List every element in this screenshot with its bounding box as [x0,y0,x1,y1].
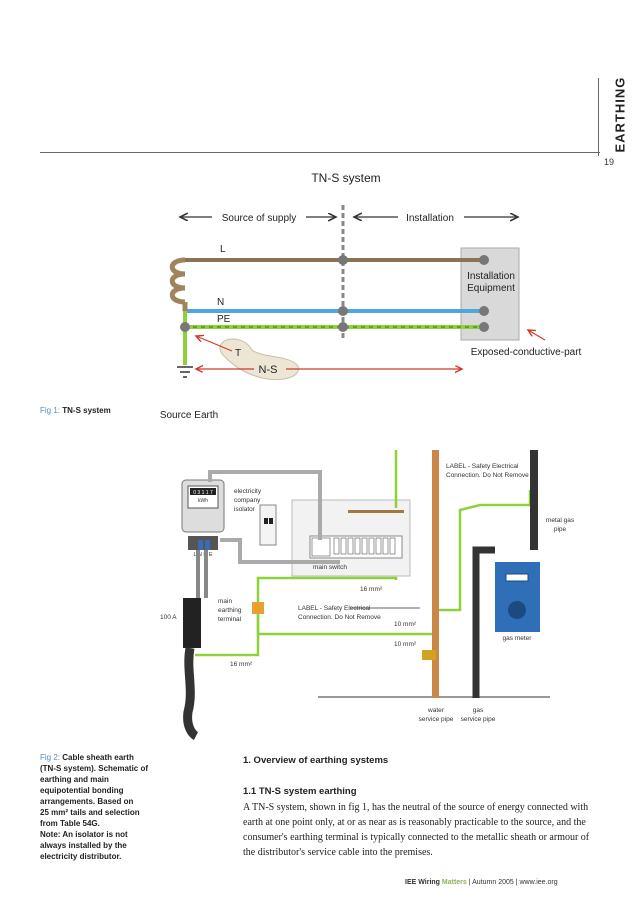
fig2-diagram: main switch 0 3 1 1 7 kWh L N N E electr… [160,450,575,740]
main-switch-label: main switch [313,564,347,571]
main-earthing-label-2: earthing [218,607,242,614]
equipment-label-1: Installation [467,271,515,282]
metal-gas-pipe [530,450,538,550]
breakers [311,537,396,557]
tn-s-bubble [219,338,299,380]
main-earthing-label-1: main [218,598,232,605]
node-l-mid [338,255,348,265]
isolator-label-2: company [234,497,261,504]
fig1-caption: Fig 1: TN-S system [40,406,111,415]
meter-display: 0 3 1 1 7 [193,490,213,496]
label-mid-1: LABEL - Safety Electrical [298,605,371,612]
water-label-1: water [427,707,445,714]
source-of-supply-label: Source of supply [222,213,297,224]
gas-label-1: gas [473,707,484,714]
footer-brand: IEE Wiring [405,879,440,886]
footer-url[interactable]: www.iee.org [519,879,558,886]
metal-gas-label-1: metal gas [546,517,575,524]
gas-label-2: service pipe [461,716,496,723]
water-pipe [432,450,439,698]
main-earthing-terminal [252,602,264,614]
isolator [259,504,277,546]
section-heading: 1. Overview of earthing systems [243,755,389,766]
size-16mm-bottom: 16 mm² [230,661,253,668]
section-title: EARTHING [612,76,628,153]
exposed-conductive-part-label: Exposed-conductive-part [471,347,582,358]
fuse-rating: 100 A [160,614,177,621]
equipment-label-2: Equipment [467,283,515,294]
meter-terminals: L N N E [193,552,212,558]
article-body: 1. Overview of earthing systems 1.1 TN-S… [243,753,598,860]
main-earthing-label-3: terminal [218,616,242,623]
isolator-label-1: electricity [234,488,262,495]
fig1-diagram: TN-S system Source of supply Installatio… [160,171,582,421]
gas-meter [495,562,540,632]
isolator-label-3: isolator [234,506,256,513]
page-number: 19 [604,157,615,167]
service-cutout-100a [183,598,201,648]
node-pe-mid [338,322,348,332]
body-paragraph: A TN-S system, shown in fig 1, has the n… [243,802,590,858]
size-10mm-b: 10 mm² [394,641,417,648]
size-16mm-top: 16 mm² [360,586,383,593]
node-pe-end [479,322,489,332]
transformer-coil [169,257,186,305]
label-mid-2: Connection. Do Not Remove [298,614,381,621]
label-n: N [217,297,224,308]
source-earth-label: Source Earth [160,410,218,421]
label-top-1: LABEL - Safety Electrical [446,463,519,470]
size-10mm-a: 10 mm² [394,621,417,628]
label-l: L [220,244,226,255]
gas-meter-label: gas meter [503,635,533,642]
footer: IEE Wiring Matters | Autumn 2005 | www.i… [405,879,558,886]
node-pe-start [180,322,190,332]
label-ns: N-S [259,364,278,376]
label-pe: PE [217,314,231,325]
node-n-end [479,306,489,316]
node-n-mid [338,306,348,316]
t-arrow [196,336,233,352]
installation-label: Installation [406,213,454,224]
meter-tails [208,470,322,540]
service-cable [183,647,199,740]
installation-equipment-box [460,247,520,341]
exposed-part-arrow [528,330,546,341]
subsection-heading: 1.1 TN-S system earthing [243,786,357,797]
label-t: T [235,348,241,359]
node-l-end [479,255,489,265]
header-rule [40,152,600,153]
metal-gas-label-2: pipe [554,526,567,533]
water-label-2: service pipe [419,716,454,723]
fig2-caption: Fig 2: Cable sheath earth (TN-S system).… [40,753,149,861]
header-vertical-rule [598,78,599,156]
gas-service-pipe [472,546,495,698]
fig1-title: TN-S system [311,171,380,185]
meter-unit: kWh [198,498,208,504]
footer-issue: | Autumn 2005 | [468,879,518,886]
label-top-2: Connection. Do Not Remove [446,472,529,479]
footer-matters: Matters [441,879,467,886]
